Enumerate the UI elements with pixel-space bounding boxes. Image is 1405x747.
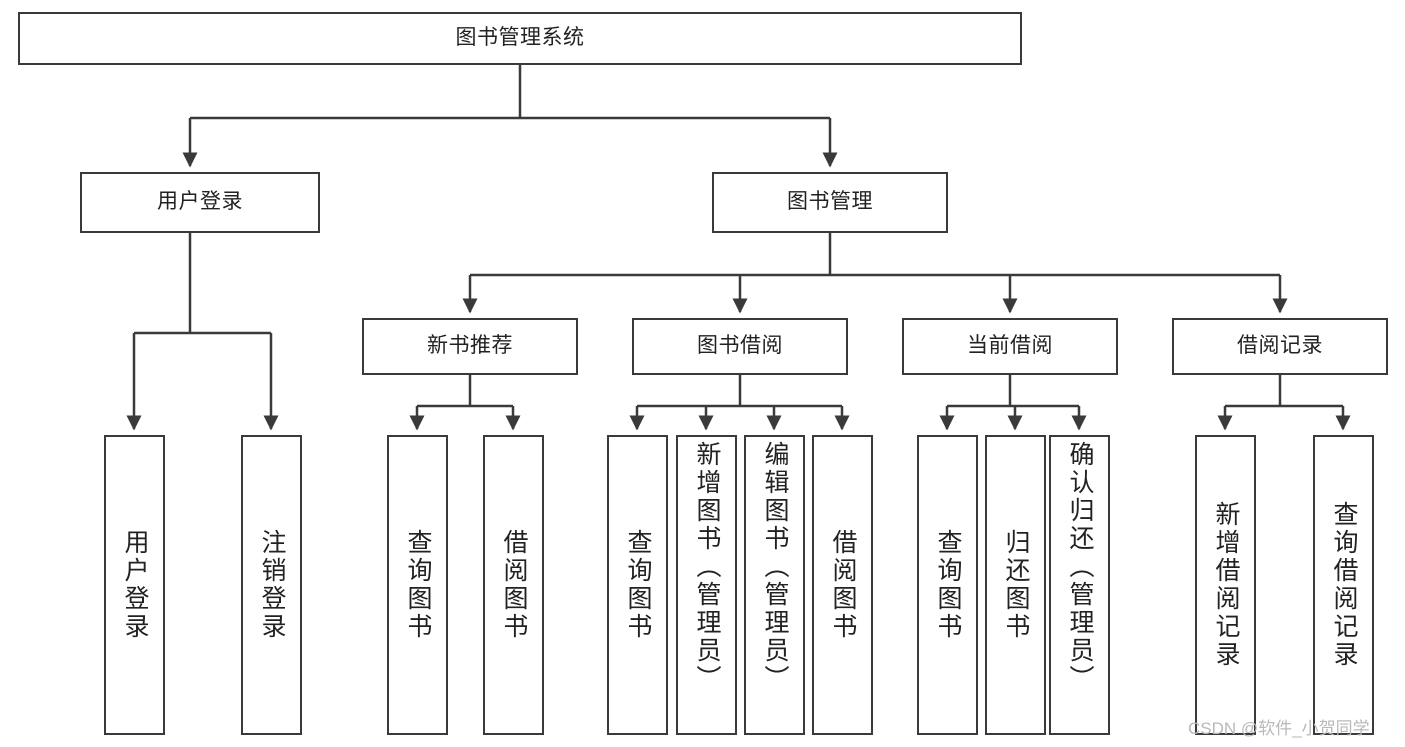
node-borrow-record-label: 借阅记录 xyxy=(1237,334,1323,358)
node-leaf-logout-login-label: 注销登录 xyxy=(258,529,286,641)
node-new-book-recommend[interactable]: 新书推荐 xyxy=(362,318,578,375)
node-leaf-confirm-return-admin[interactable]: 确认归还（管理员） xyxy=(1049,435,1110,735)
node-leaf-query-book-2-label: 查询图书 xyxy=(624,529,652,641)
node-root[interactable]: 图书管理系统 xyxy=(18,12,1022,65)
node-leaf-query-borrow-record[interactable]: 查询借阅记录 xyxy=(1313,435,1374,735)
node-leaf-edit-book-admin-label: 编辑图书（管理员） xyxy=(761,441,789,693)
node-leaf-return-book-label: 归还图书 xyxy=(1002,529,1030,641)
node-leaf-confirm-return-admin-label: 确认归还（管理员） xyxy=(1066,441,1094,693)
node-leaf-query-book-2[interactable]: 查询图书 xyxy=(607,435,668,735)
node-user-login[interactable]: 用户登录 xyxy=(80,172,320,233)
node-book-borrow[interactable]: 图书借阅 xyxy=(632,318,848,375)
node-leaf-query-book-3[interactable]: 查询图书 xyxy=(917,435,978,735)
node-user-login-label: 用户登录 xyxy=(157,190,243,214)
node-leaf-return-book[interactable]: 归还图书 xyxy=(985,435,1046,735)
node-book-management-label: 图书管理 xyxy=(787,190,873,214)
node-borrow-record[interactable]: 借阅记录 xyxy=(1172,318,1388,375)
node-leaf-user-login[interactable]: 用户登录 xyxy=(104,435,165,735)
node-leaf-query-borrow-record-label: 查询借阅记录 xyxy=(1330,501,1358,669)
node-leaf-add-borrow-record-label: 新增借阅记录 xyxy=(1212,501,1240,669)
node-current-borrow-label: 当前借阅 xyxy=(967,334,1053,358)
node-leaf-edit-book-admin[interactable]: 编辑图书（管理员） xyxy=(744,435,805,735)
node-root-label: 图书管理系统 xyxy=(455,26,585,50)
node-leaf-add-borrow-record[interactable]: 新增借阅记录 xyxy=(1195,435,1256,735)
node-book-borrow-label: 图书借阅 xyxy=(697,334,783,358)
csdn-watermark: CSDN @软件_小贺同学 xyxy=(1188,719,1370,738)
node-leaf-borrow-book-1[interactable]: 借阅图书 xyxy=(483,435,544,735)
node-leaf-query-book-1-label: 查询图书 xyxy=(404,529,432,641)
node-leaf-query-book-1[interactable]: 查询图书 xyxy=(387,435,448,735)
node-current-borrow[interactable]: 当前借阅 xyxy=(902,318,1118,375)
node-leaf-add-book-admin-label: 新增图书（管理员） xyxy=(693,441,721,693)
node-leaf-borrow-book-2-label: 借阅图书 xyxy=(829,529,857,641)
node-leaf-logout-login[interactable]: 注销登录 xyxy=(241,435,302,735)
node-leaf-borrow-book-2[interactable]: 借阅图书 xyxy=(812,435,873,735)
node-leaf-user-login-label: 用户登录 xyxy=(121,529,149,641)
node-new-book-recommend-label: 新书推荐 xyxy=(427,334,513,358)
node-leaf-query-book-3-label: 查询图书 xyxy=(934,529,962,641)
node-book-management[interactable]: 图书管理 xyxy=(712,172,948,233)
node-leaf-add-book-admin[interactable]: 新增图书（管理员） xyxy=(676,435,737,735)
node-leaf-borrow-book-1-label: 借阅图书 xyxy=(500,529,528,641)
